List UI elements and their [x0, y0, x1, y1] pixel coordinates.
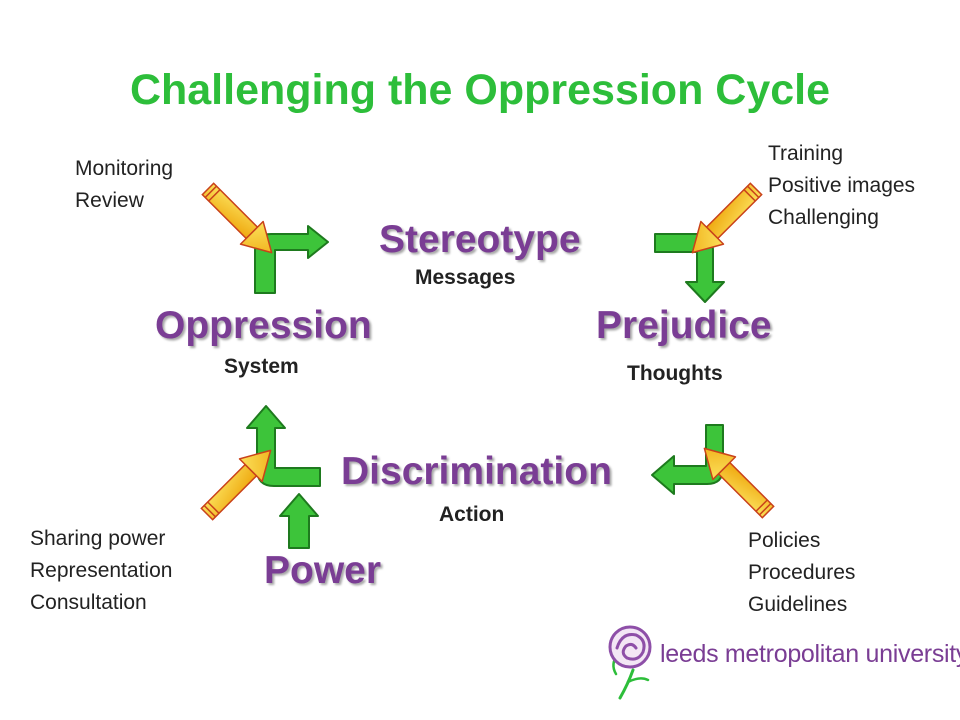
- note-item: Monitoring: [75, 157, 174, 180]
- intervention-arrow-bottom-left: [200, 449, 272, 521]
- stage-sub-messages: Messages: [415, 266, 516, 289]
- stage-sub-thoughts: Thoughts: [627, 362, 723, 385]
- intervention-notes-bottom-left: Sharing power Representation Consultatio…: [30, 523, 172, 619]
- stage-sub-action: Action: [439, 503, 505, 526]
- university-logo-text: leeds metropolitan university: [660, 640, 960, 668]
- note-item: Training: [768, 142, 844, 165]
- intervention-notes-top-right: Training Positive images Challenging: [768, 138, 915, 234]
- stage-label-oppression: Oppression: [155, 304, 372, 347]
- power-arrow: [279, 493, 319, 549]
- stage-label-power: Power: [264, 549, 382, 592]
- note-item: Procedures: [748, 561, 856, 584]
- stage-label-prejudice: Prejudice: [596, 304, 772, 347]
- stage-label-stereotype: Stereotype: [379, 218, 581, 261]
- rose-logo-icon: [608, 625, 652, 700]
- intervention-arrow-top-left: [201, 182, 273, 254]
- note-item: Policies: [748, 529, 821, 552]
- intervention-notes-bottom-right: Policies Procedures Guidelines: [748, 525, 855, 621]
- page-title: Challenging the Oppression Cycle: [129, 66, 831, 114]
- stage-label-discrimination: Discrimination: [341, 450, 612, 493]
- intervention-arrow-bottom-right: [703, 447, 775, 519]
- intervention-arrow-top-right: [691, 182, 763, 254]
- intervention-notes-top-left: Monitoring Review: [75, 153, 173, 217]
- note-item: Review: [75, 189, 144, 212]
- note-item: Guidelines: [748, 593, 848, 616]
- note-item: Sharing power: [30, 527, 166, 550]
- note-item: Representation: [30, 559, 173, 582]
- stage-sub-system: System: [224, 355, 299, 378]
- note-item: Challenging: [768, 206, 879, 229]
- note-item: Positive images: [768, 174, 916, 197]
- note-item: Consultation: [30, 591, 147, 614]
